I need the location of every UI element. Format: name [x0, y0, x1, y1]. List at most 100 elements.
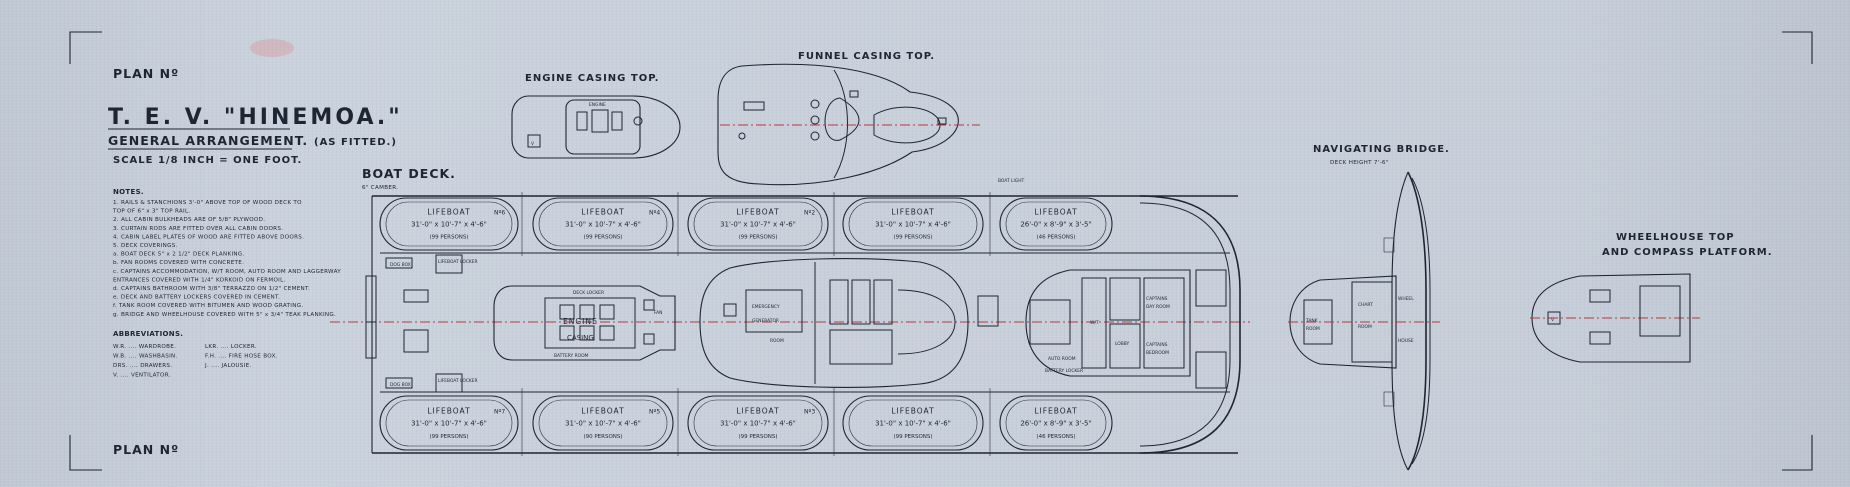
- note-line: f. TANK ROOM COVERED WITH BITUMEN AND WO…: [113, 303, 303, 309]
- lifeboat-name: LIFEBOAT: [891, 208, 934, 217]
- stamp-mark: [250, 39, 294, 57]
- dog-box-port: DOG BOX: [390, 262, 411, 268]
- svg-text:TANK: TANK: [1305, 318, 1318, 324]
- navigating-bridge-plan: TANK ROOM CHART ROOM WHEEL HOUSE: [1288, 171, 1440, 471]
- lifeboat-dimensions: 31'-0" x 10'-7" x 4'-6": [565, 221, 641, 229]
- svg-text:DECK LOCKER: DECK LOCKER: [573, 290, 604, 296]
- wheelhouse-top-plan: V: [1530, 273, 1700, 363]
- boat-deck-plan: [330, 192, 1250, 456]
- emergency-generator-house: EMERGENCY GENERATOR ROOM: [699, 258, 969, 388]
- lifeboat-dimensions: 31'-0" x 10'-7" x 4'-6": [720, 221, 796, 229]
- svg-text:CAPTAINS: CAPTAINS: [1146, 342, 1168, 348]
- engine-casing-top-title: ENGINE CASING TOP.: [525, 73, 659, 84]
- navigating-bridge-title: NAVIGATING BRIDGE.: [1313, 144, 1450, 155]
- bridge-deck-height: DECK HEIGHT 7'-6": [1330, 160, 1389, 166]
- note-line: e. DECK AND BATTERY LOCKERS COVERED IN C…: [113, 295, 280, 301]
- boat-light-label: BOAT LIGHT: [998, 178, 1024, 184]
- lifeboat-capacity: (90 PERSONS): [583, 434, 622, 440]
- note-line: b. FAN ROOMS COVERED WITH CONCRETE.: [113, 260, 244, 266]
- abbreviations-heading: ABBREVIATIONS.: [113, 330, 183, 338]
- lifeboat-dimensions: 31'-0" x 10'-7" x 4'-6": [720, 420, 796, 428]
- lifeboat: LIFEBOAT 31'-0" x 10'-7" x 4'-6" (99 PERSO…: [687, 395, 829, 451]
- lifeboat-name: LIFEBOAT: [891, 406, 934, 415]
- svg-text:BEDROOM: BEDROOM: [1146, 350, 1169, 356]
- lifeboat-dimensions: 31'-0" x 10'-7" x 4'-6": [565, 420, 641, 428]
- lifeboat-name: LIFEBOAT: [1034, 406, 1077, 415]
- lifeboat-capacity: (99 PERSONS): [893, 235, 932, 241]
- svg-text:ROOM: ROOM: [770, 338, 784, 344]
- svg-text:CASING: CASING: [567, 334, 594, 342]
- wheelhouse-top-title-2: AND COMPASS PLATFORM.: [1602, 247, 1773, 258]
- plan-number-bottom: PLAN Nº: [113, 442, 179, 457]
- abbreviations-list: W.R. .... WARDROBE.LKR. .... LOCKER.W.B.…: [113, 344, 278, 379]
- lifeboat-capacity: (99 PERSONS): [738, 434, 777, 440]
- svg-text:GENERATOR: GENERATOR: [752, 318, 779, 324]
- lifeboat-name: LIFEBOAT: [427, 208, 470, 217]
- boat-deck-title: BOAT DECK.: [362, 166, 456, 181]
- lifeboat-number: Nº3: [804, 408, 815, 415]
- note-line: ENTRANCES COVERED WITH 1/4" KORKOID ON F…: [113, 277, 286, 283]
- abbreviation-entry: LKR. .... LOCKER.: [205, 344, 257, 350]
- lifeboat-capacity: (46 PERSONS): [1036, 235, 1075, 241]
- engine-casing-top-view: V ENGINE: [511, 95, 681, 159]
- svg-text:LOBBY: LOBBY: [1115, 341, 1130, 347]
- plan-number-top: PLAN Nº: [113, 66, 179, 81]
- svg-text:DAY ROOM: DAY ROOM: [1146, 304, 1170, 310]
- svg-text:V: V: [1551, 317, 1554, 323]
- abbreviation-entry: F.H. .... FIRE HOSE BOX.: [205, 354, 278, 360]
- lifeboat-dimensions: 31'-0" x 10'-7" x 4'-6": [875, 420, 951, 428]
- lifeboat-number: Nº2: [804, 210, 815, 217]
- note-line: 1. RAILS & STANCHIONS 3'-0" ABOVE TOP OF…: [113, 200, 302, 206]
- lifeboat-dimensions: 26'-0" x 8'-9" x 3'-5": [1020, 420, 1091, 428]
- svg-text:BATTERY ROOM: BATTERY ROOM: [554, 353, 589, 359]
- lifeboat-number: Nº5: [649, 408, 660, 415]
- abbreviation-entry: J. .... JALOUSIE.: [204, 363, 252, 369]
- crop-marks: [69, 31, 1813, 471]
- dog-box-starboard: DOG BOX: [390, 382, 411, 388]
- lifeboat-name: LIFEBOAT: [581, 208, 624, 217]
- abbreviation-entry: DRS. .... DRAWERS.: [113, 363, 172, 369]
- scale-label: SCALE 1/8 INCH = ONE FOOT.: [113, 155, 302, 166]
- notes-list: 1. RAILS & STANCHIONS 3'-0" ABOVE TOP OF…: [112, 200, 341, 318]
- lifeboat-locker-starboard: LIFEBOAT LOCKER: [438, 378, 478, 384]
- note-line: d. CAPTAINS BATHROOM WITH 3/8" TERRAZZO …: [113, 286, 310, 292]
- lifeboat-name: LIFEBOAT: [736, 406, 779, 415]
- note-line: a. BOAT DECK 5" x 2 1/2" DECK PLANKING.: [113, 252, 245, 258]
- note-line: 3. CURTAIN RODS ARE FITTED OVER ALL CABI…: [113, 226, 283, 232]
- abbreviation-entry: W.B. .... WASHBASIN.: [113, 354, 178, 360]
- note-line: 4. CABIN LABEL PLATES OF WOOD ARE FITTED…: [113, 234, 304, 240]
- notes-heading: NOTES.: [113, 188, 144, 196]
- lifeboat-name: LIFEBOAT: [736, 208, 779, 217]
- ship-title: T. E. V. "HINEMOA.": [108, 105, 403, 130]
- deck-fittings: [365, 254, 1227, 393]
- lifeboat-dimensions: 31'-0" x 10'-7" x 4'-6": [411, 221, 487, 229]
- lifeboat: LIFEBOAT 31'-0" x 10'-7" x 4'-6" (99 PERSO…: [842, 197, 984, 251]
- funnel-casing-top-title: FUNNEL CASING TOP.: [798, 51, 935, 62]
- drawing-type: GENERAL ARRANGEMENT.: [108, 133, 308, 148]
- forward-deckhouse: CAPTAINS DAY ROOM CAPTAINS BEDROOM LOBBY…: [1025, 269, 1191, 377]
- svg-text:EMERGENCY: EMERGENCY: [752, 304, 780, 310]
- svg-text:ROOM: ROOM: [1306, 326, 1320, 332]
- abbreviation-entry: V. .... VENTILATOR.: [113, 373, 171, 379]
- note-line: 2. ALL CABIN BULKHEADS ARE OF 5/8" PLYWO…: [113, 217, 265, 223]
- lifeboat-number: Nº4: [649, 210, 660, 217]
- lifeboat-capacity: (99 PERSONS): [429, 434, 468, 440]
- lifeboat-name: LIFEBOAT: [581, 406, 624, 415]
- svg-text:WHEEL: WHEEL: [1398, 296, 1414, 302]
- svg-text:HOUSE: HOUSE: [1398, 338, 1414, 344]
- wheelhouse-top-title-1: WHEELHOUSE TOP: [1616, 232, 1735, 243]
- svg-text:BATTERY LOCKER: BATTERY LOCKER: [1045, 368, 1083, 374]
- note-line: TOP OF 6" x 3" TOP RAIL.: [112, 209, 190, 215]
- lifeboat: LIFEBOAT 31'-0" x 10'-7" x 4'-6" (99 PERSO…: [842, 395, 984, 451]
- lifeboat-capacity: (99 PERSONS): [893, 434, 932, 440]
- lifeboat-dimensions: 31'-0" x 10'-7" x 4'-6": [875, 221, 951, 229]
- lifeboat-dimensions: 31'-0" x 10'-7" x 4'-6": [411, 420, 487, 428]
- svg-text:AUTO ROOM: AUTO ROOM: [1048, 356, 1076, 362]
- svg-text:ENGINE: ENGINE: [589, 102, 606, 108]
